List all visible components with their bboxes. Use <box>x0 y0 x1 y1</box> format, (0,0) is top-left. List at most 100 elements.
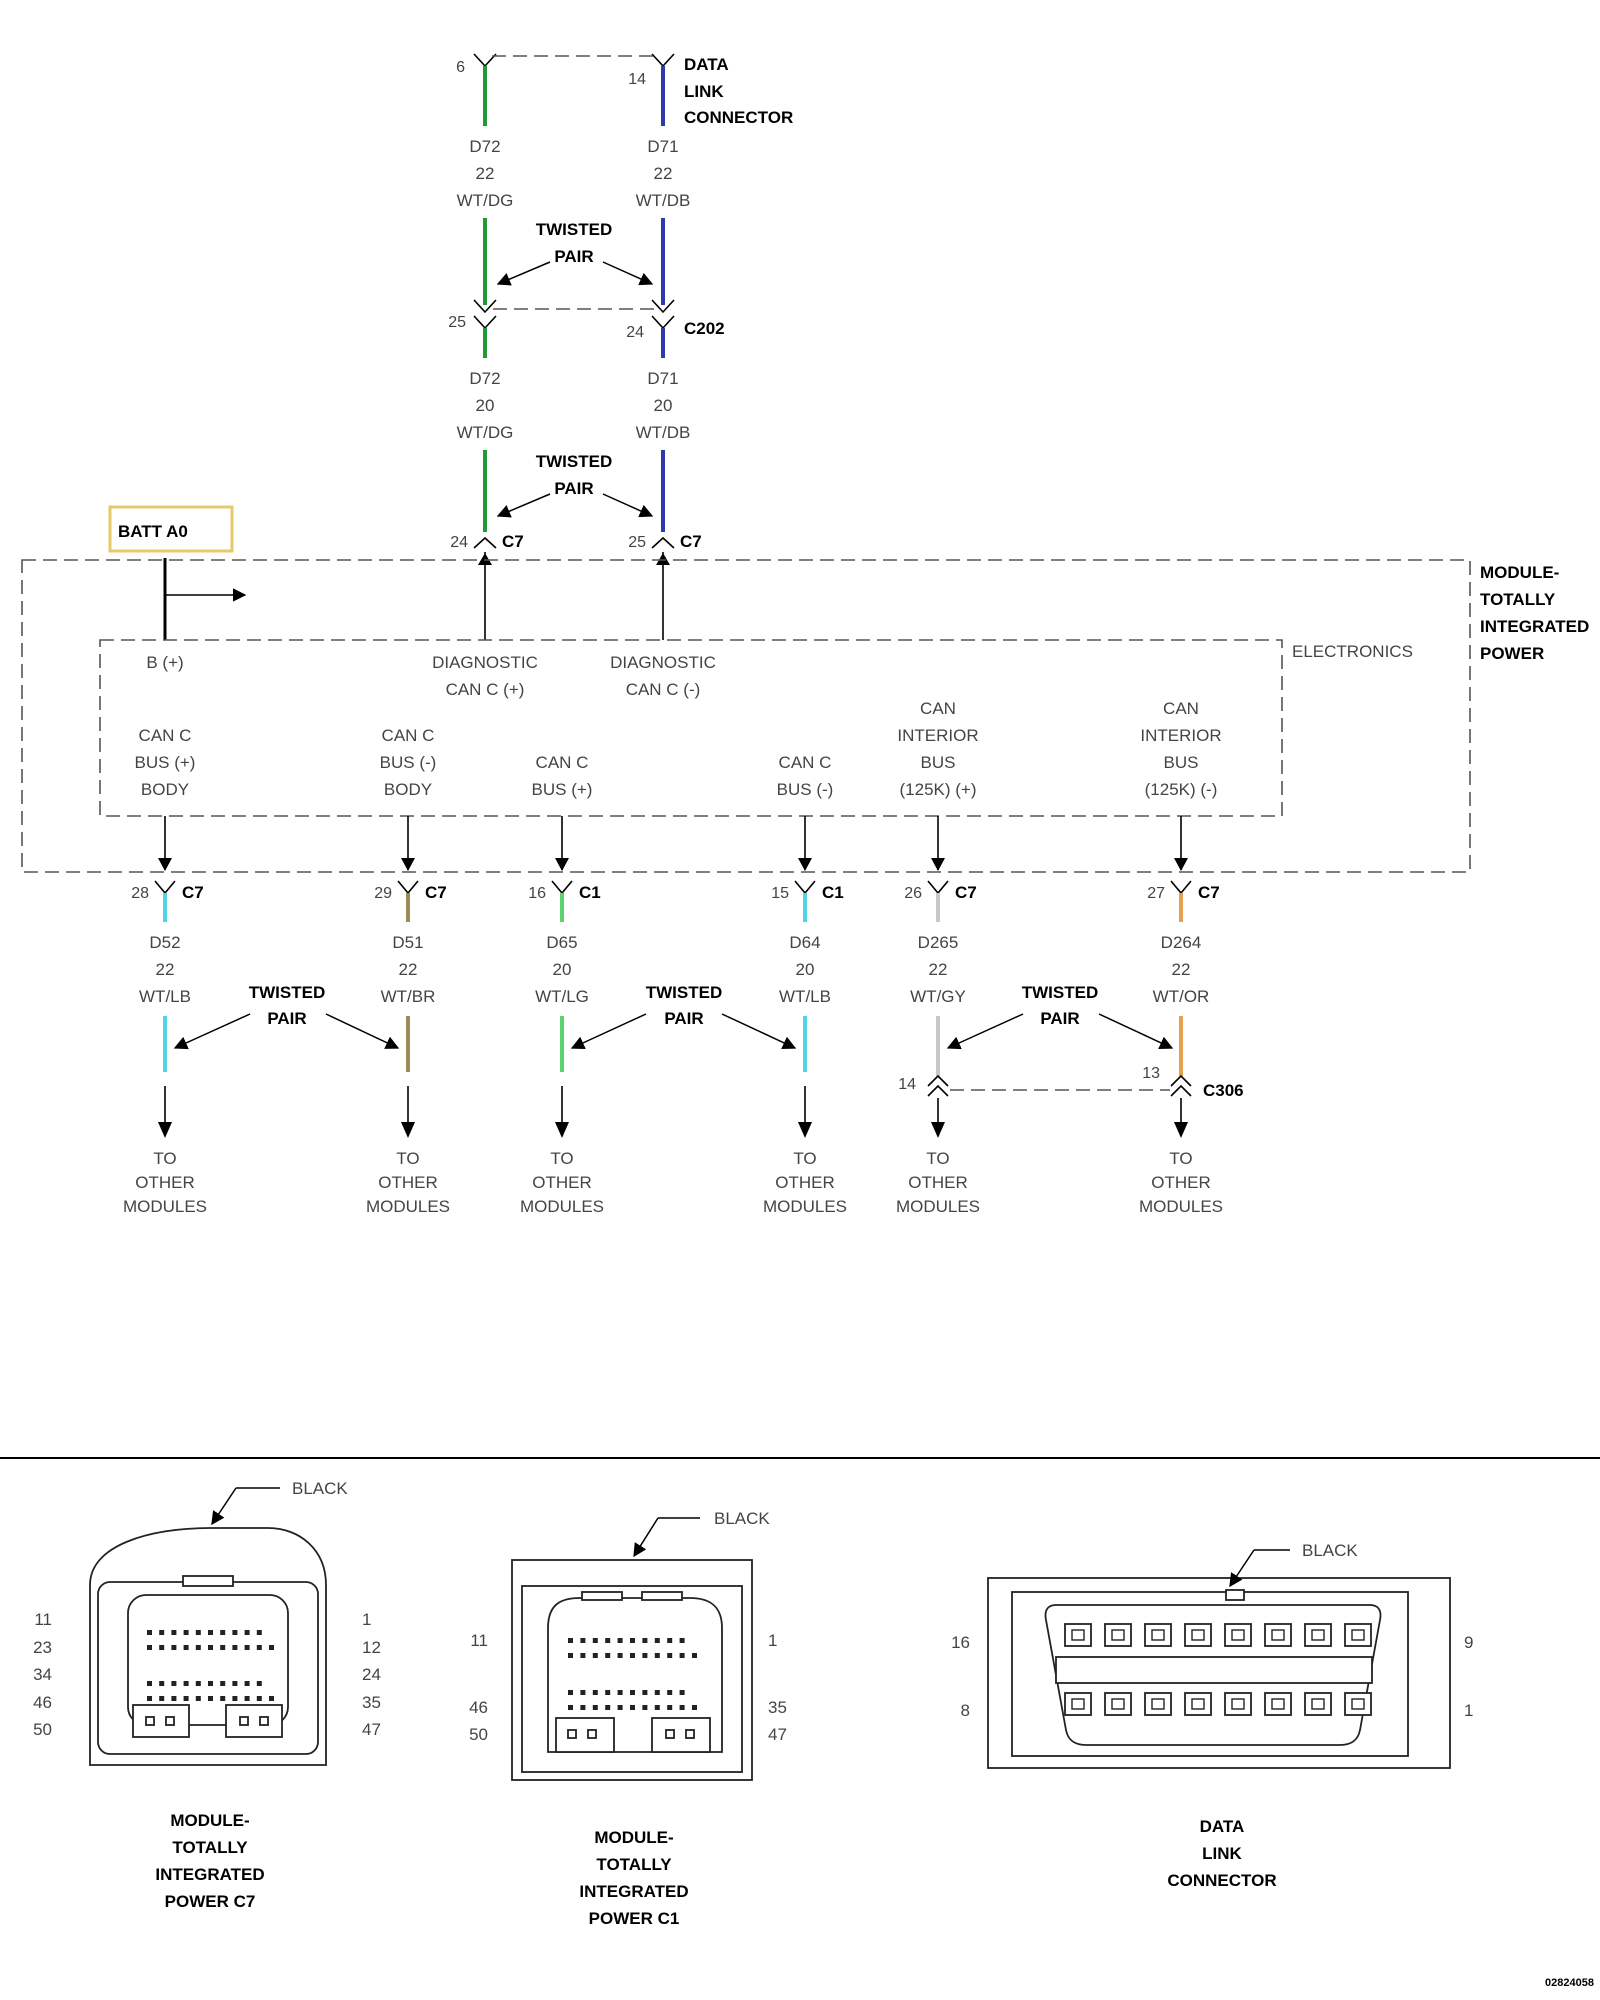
dlc-terminal-b <box>651 53 675 68</box>
c1-latch-right <box>641 1591 683 1601</box>
c7-pin-cavity <box>220 1681 226 1686</box>
c306-terminal-a-bottom <box>927 1084 949 1097</box>
module-label-1: MODULE- <box>1480 563 1559 582</box>
diag-minus-line2: CAN C (-) <box>626 680 701 699</box>
batt-a0: BATT A0 <box>108 505 247 640</box>
circuit-label-line: CAN <box>920 699 956 718</box>
c1-pin-left-1: 11 <box>470 1631 488 1650</box>
c7-pin-right-5: 47 <box>362 1720 381 1739</box>
module-label-4: POWER <box>1480 644 1544 663</box>
c7-pin-cavity <box>171 1696 177 1701</box>
c1-pin-right-1: 1 <box>768 1631 777 1650</box>
twisted-arrow-right-2 <box>602 493 654 518</box>
c7-pin-cavity <box>208 1630 213 1635</box>
connector-pin-number: 26 <box>904 885 922 902</box>
c7-title-4: POWER C7 <box>165 1892 256 1911</box>
c7-pin-cavity <box>232 1645 238 1650</box>
to-other-modules-label: OTHER <box>1151 1173 1211 1192</box>
c7-pin-left-4: 46 <box>33 1693 52 1712</box>
c7-color-arrow <box>211 1487 237 1526</box>
dlc-pin-a: 6 <box>456 59 465 76</box>
module-label-2: TOTALLY <box>1480 590 1556 609</box>
batt-box <box>108 505 234 553</box>
diag-arrow-minus <box>656 553 670 565</box>
dlc-color-label: BLACK <box>1302 1541 1358 1560</box>
c7-color-label: BLACK <box>292 1479 348 1498</box>
c202-terminal-b-bottom <box>651 315 675 330</box>
connector-pin-number: 15 <box>771 885 789 902</box>
c1-pin-cavity <box>667 1653 673 1658</box>
c7-pin-cavity <box>244 1645 250 1650</box>
wire-circuit: D52 <box>149 933 180 952</box>
wire-circuit: D51 <box>392 933 423 952</box>
c1-pin-cavity <box>605 1705 611 1710</box>
c1-pin-cavity <box>654 1638 660 1643</box>
dlc-pin-contact <box>1071 1629 1085 1641</box>
c7-pin-cavity <box>183 1645 189 1650</box>
connector-id: C7 <box>955 883 977 902</box>
dlc-pin-contact <box>1151 1629 1165 1641</box>
connector-id: C1 <box>822 883 844 902</box>
c306-name: C306 <box>1203 1081 1244 1100</box>
c7-pin-cavity <box>195 1645 201 1650</box>
c1-title-4: POWER C1 <box>589 1909 680 1928</box>
c1-pin-cavity <box>679 1690 685 1695</box>
c7-top-pin-a: 24 <box>450 534 468 551</box>
to-other-modules-label: MODULES <box>123 1197 207 1216</box>
c1-pin-left-2: 46 <box>469 1698 488 1717</box>
c7-top-conn-a: C7 <box>502 532 524 551</box>
module-tip-frame <box>21 559 1471 873</box>
c1-pin-cavity <box>592 1705 598 1710</box>
c1-pin-cavity <box>692 1653 697 1658</box>
to-modules-arrowhead <box>555 1122 569 1138</box>
d72-color: WT/DG <box>457 191 514 210</box>
wire-color-code: WT/LG <box>535 987 589 1006</box>
c7-pwr-pin-1 <box>145 1716 155 1726</box>
to-modules-arrowhead <box>1174 1122 1188 1138</box>
pair-label-2: PAIR <box>554 479 593 498</box>
c7-pwr-pin-2 <box>165 1716 175 1726</box>
dlc-pin-contact <box>1111 1698 1125 1710</box>
c7-pin-cavity <box>220 1696 226 1701</box>
c1-pin-cavity <box>568 1638 573 1643</box>
d71-mid-gauge: 20 <box>654 396 673 415</box>
c7-pin-cavity <box>208 1696 213 1701</box>
dlc-pin-contact <box>1071 1698 1085 1710</box>
c1-pwr-pin-1 <box>567 1729 577 1739</box>
to-other-modules-label: TO <box>793 1149 816 1168</box>
c1-pin-cavity <box>667 1705 673 1710</box>
dlc-pin-b: 14 <box>628 71 646 88</box>
diag-arrow-plus <box>478 553 492 565</box>
d71-gauge: 22 <box>654 164 673 183</box>
c1-title-1: MODULE- <box>594 1828 673 1847</box>
to-other-modules-label: TO <box>396 1149 419 1168</box>
twisted-arrow-left-2 <box>496 493 551 518</box>
c1-pin-cavity <box>642 1638 648 1643</box>
c7-pin-cavity <box>159 1696 165 1701</box>
c7-pin-cavity <box>256 1696 262 1701</box>
c7-pin-cavity <box>256 1630 262 1635</box>
wire-circuit: D264 <box>1161 933 1202 952</box>
c7-pin-cavity <box>256 1681 262 1686</box>
twisted-arrow-4l <box>570 1013 647 1050</box>
to-other-modules-label: TO <box>550 1149 573 1168</box>
twisted-arrow-left-1 <box>496 261 551 286</box>
to-other-modules-label: MODULES <box>896 1197 980 1216</box>
dlc-label-3: CONNECTOR <box>684 108 793 127</box>
c1-pin-cavity <box>654 1705 660 1710</box>
dlc-pin-contact <box>1191 1698 1205 1710</box>
c7-pin-cavity <box>244 1630 250 1635</box>
c306-terminal-b-bottom <box>1170 1084 1192 1097</box>
c7-top-conn-b: C7 <box>680 532 702 551</box>
dlc-pin-contact <box>1311 1629 1325 1641</box>
to-other-modules-label: OTHER <box>532 1173 592 1192</box>
dlc-pin-contact <box>1271 1698 1285 1710</box>
circuit-label-line: CAN C <box>779 753 832 772</box>
c7-power-cavity-left <box>132 1704 190 1738</box>
bottom-twisted-labels: TWISTED PAIR TWISTED PAIR TWISTED PAIR <box>173 983 1174 1050</box>
c7-title-1: MODULE- <box>170 1811 249 1830</box>
c7-pin-cavity <box>232 1696 238 1701</box>
